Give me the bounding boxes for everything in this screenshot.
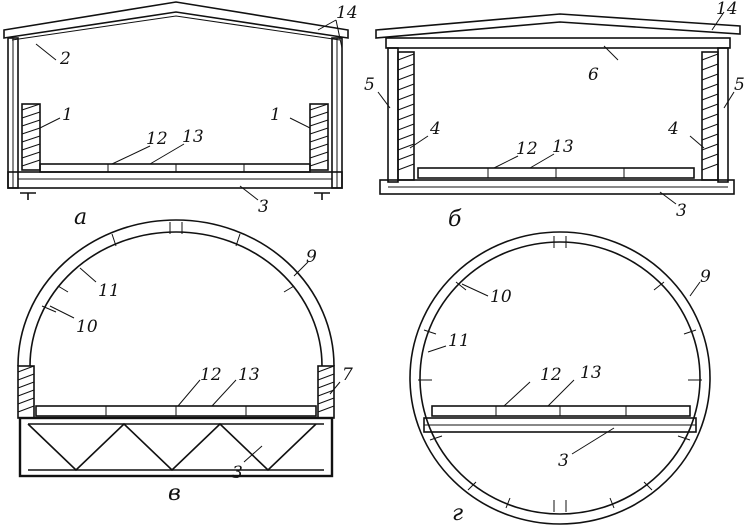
panel-b-label-3: 3	[676, 201, 687, 221]
panel-v-caption: в	[168, 481, 181, 506]
panel-a-left-column	[21, 103, 41, 171]
panel-a-roof	[3, 1, 349, 39]
panel-v-ribs	[41, 222, 295, 313]
panel-g-label-3: 3	[558, 451, 569, 471]
panel-v-label-10: 10	[76, 317, 98, 337]
panel-b-label-4-right: 4	[667, 119, 679, 139]
panel-b-base	[379, 179, 735, 195]
panel-a-deck	[39, 163, 311, 173]
panel-g-deck	[431, 405, 691, 417]
panel-a-base	[7, 171, 343, 189]
panel-v-left-side	[17, 365, 35, 419]
panel-a-label-1-left: 1	[62, 105, 73, 125]
panel-g-label-12: 12	[540, 365, 562, 385]
panel-g: 10 11 9 12 13 3 г	[409, 231, 711, 526]
panel-v-truss	[18, 416, 334, 478]
panel-g-label-10: 10	[490, 287, 512, 307]
panel-b-right-post	[717, 47, 729, 183]
panel-g-label-11: 11	[448, 331, 470, 351]
panel-b-label-6: 6	[588, 65, 599, 85]
panel-v-label-11: 11	[98, 281, 120, 301]
panel-b-left-post	[387, 47, 399, 183]
panel-b-label-12: 12	[516, 139, 538, 159]
panel-b-label-5-left: 5	[364, 75, 375, 95]
panel-a-label-12: 12	[146, 129, 168, 149]
panel-a: 2 1 1 12 13 3 14 а	[3, 1, 358, 230]
panel-a-label-13: 13	[182, 127, 204, 147]
panel-b-label-4-left: 4	[429, 119, 441, 139]
panel-g-inner-ring	[419, 241, 701, 515]
panel-g-ribs	[418, 236, 702, 512]
panel-b-caption: б	[448, 207, 462, 232]
panel-g-caption: г	[452, 501, 463, 526]
panel-a-caption: а	[74, 205, 87, 230]
panel-v: 11 10 9 7 12 13 3 в	[17, 219, 353, 506]
panel-v-label-3: 3	[232, 463, 243, 483]
panel-a-label-1-right: 1	[270, 105, 281, 125]
panel-b-roof	[375, 13, 741, 39]
panel-a-label-14: 14	[336, 3, 358, 23]
panel-v-label-12: 12	[200, 365, 222, 385]
panel-v-label-13: 13	[238, 365, 260, 385]
panel-b-label-13: 13	[552, 137, 574, 157]
panel-g-label-9: 9	[700, 267, 711, 287]
panel-b: 6 5 5 4 4 12 13 3 14 б	[364, 0, 745, 232]
panel-g-outer-ring	[409, 231, 711, 525]
panel-a-label-2: 2	[59, 49, 71, 69]
panel-b-left-wall	[397, 51, 415, 181]
panel-v-inner-shell	[29, 231, 323, 367]
panel-b-label-14: 14	[716, 0, 738, 19]
panel-b-ceiling	[385, 37, 731, 49]
panel-a-right-column	[309, 103, 329, 171]
panel-g-label-13: 13	[580, 363, 602, 383]
panel-v-outer-shell	[17, 219, 335, 367]
panel-b-right-wall	[701, 51, 719, 181]
panel-v-label-9: 9	[306, 247, 317, 267]
panel-b-label-5-right: 5	[734, 75, 745, 95]
panel-v-label-7: 7	[342, 365, 353, 385]
panel-a-label-3: 3	[258, 197, 269, 217]
